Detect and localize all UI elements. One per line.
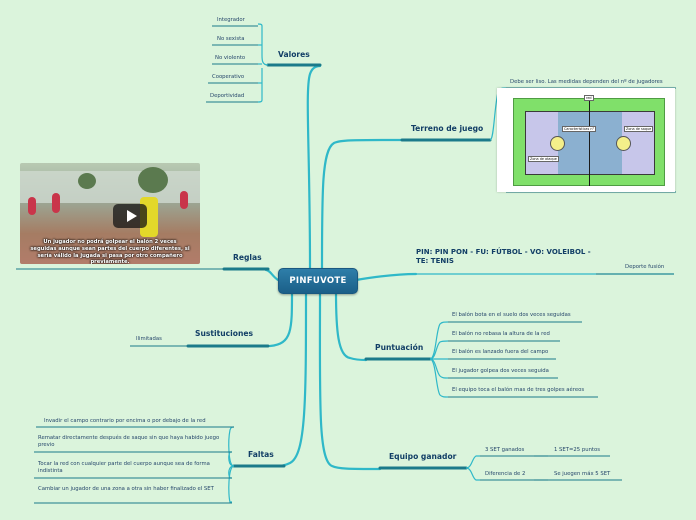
faltas-item-4[interactable]: Cambiar un jugador de una zona a otra si…: [38, 486, 214, 492]
valores-item-no-sexista[interactable]: No sexista: [217, 36, 245, 42]
video-player-red: [28, 197, 36, 215]
court-label-right: Zona de saque: [624, 126, 654, 132]
puntuacion-item-1[interactable]: El balón bota en el suelo dos veces segu…: [452, 312, 571, 318]
topic-equipo-ganador[interactable]: Equipo ganador: [389, 452, 457, 461]
central-topic[interactable]: PINFUVOTE: [278, 268, 358, 294]
court-image: red Caracteristicas n° Zona de saque Zon…: [497, 88, 675, 192]
topic-puntuacion[interactable]: Puntuación: [375, 343, 424, 352]
ball-right-icon: [616, 136, 631, 151]
valores-item-deportividad[interactable]: Deportividad: [210, 93, 245, 99]
valores-item-cooperativo[interactable]: Cooperativo: [212, 74, 245, 80]
valores-item-no-violento[interactable]: No violento: [215, 55, 246, 61]
faltas-item-2[interactable]: Rematar directamente después de saque si…: [38, 435, 220, 448]
ball-left-icon: [550, 136, 565, 151]
puntuacion-item-4[interactable]: El jugador golpea dos veces seguida: [452, 368, 549, 374]
topic-valores[interactable]: Valores: [278, 50, 310, 59]
video-tree: [78, 173, 96, 189]
puntuacion-item-3[interactable]: El balón es lanzado fuera del campo: [452, 349, 549, 355]
court-label-left: Caracteristicas n°: [562, 126, 597, 132]
terreno-note[interactable]: Debe ser liso. Las medidas dependen del …: [510, 79, 663, 85]
court-label-net: red: [584, 95, 594, 101]
court-area: red Caracteristicas n° Zona de saque Zon…: [525, 95, 655, 186]
topic-pin-definition[interactable]: PIN: PIN PON - FU: FÚTBOL - VO: VOLEIBOL…: [416, 248, 591, 265]
faltas-item-3[interactable]: Tocar la red con cualquier parte del cue…: [38, 461, 210, 474]
court-net: [589, 100, 590, 186]
topic-faltas[interactable]: Faltas: [248, 450, 274, 459]
topic-terreno-de-juego[interactable]: Terreno de juego: [411, 124, 484, 133]
video-player-red: [52, 193, 60, 213]
video-player-red: [180, 191, 188, 209]
regla-video-thumbnail[interactable]: Un jugador no podrá golpear el balón 2 v…: [20, 163, 200, 264]
equipo-row2-left[interactable]: Diferencia de 2: [485, 471, 526, 477]
topic-regla[interactable]: Reglas: [233, 253, 262, 262]
puntuacion-item-2[interactable]: El balón no rebasa la altura de la red: [452, 331, 550, 337]
video-tree: [138, 167, 168, 193]
play-icon[interactable]: [113, 204, 147, 228]
pin-child-deporte-fusion[interactable]: Deporte fusión: [625, 264, 665, 270]
video-caption: Un jugador no podrá golpear el balón 2 v…: [30, 239, 190, 264]
field-grass: red Caracteristicas n° Zona de saque Zon…: [513, 95, 665, 186]
puntuacion-item-5[interactable]: El equipo toca el balón mas de tres golp…: [452, 387, 585, 393]
sustituciones-ilimitadas[interactable]: Ilimitadas: [136, 336, 162, 342]
faltas-item-1[interactable]: Invadir el campo contrario por encima o …: [44, 418, 206, 424]
equipo-row2-right[interactable]: Se juegen máx 5 SET: [554, 471, 611, 477]
topic-sustituciones[interactable]: Sustituciones: [195, 329, 254, 338]
court-label-zone: Zona de ataque: [528, 156, 559, 162]
equipo-row1-left[interactable]: 3 SET ganados: [485, 447, 525, 453]
valores-item-integrador[interactable]: Integrador: [217, 17, 245, 23]
equipo-row1-right[interactable]: 1 SET=25 puntos: [554, 447, 601, 453]
video-background-building: [20, 171, 200, 203]
